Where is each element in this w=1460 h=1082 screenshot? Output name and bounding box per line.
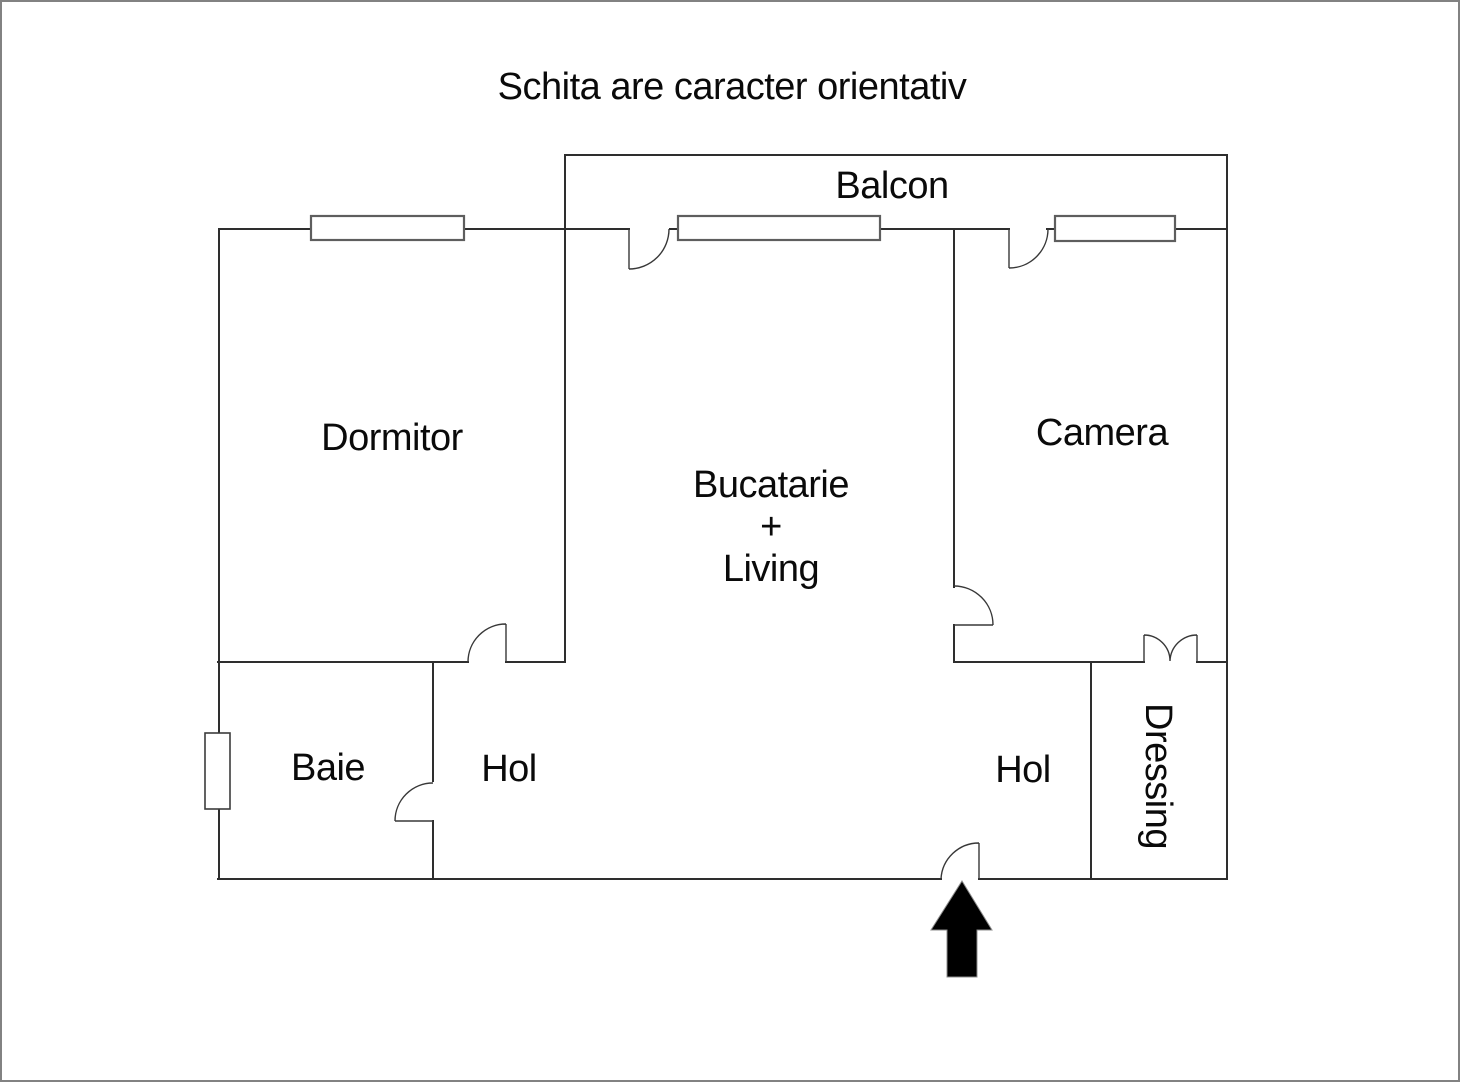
baie-window (204, 732, 231, 810)
dormitor-window (309, 214, 466, 242)
room-label-bucatarie-living: Bucatarie + Living (692, 464, 850, 590)
room-label-bucatarie-line1: Bucatarie (692, 464, 850, 506)
room-label-bucatarie-line2: + (760, 506, 782, 548)
room-label-balcon: Balcon (835, 165, 949, 208)
room-label-camera: Camera (1035, 412, 1169, 455)
room-label-hol-left: Hol (481, 748, 537, 791)
camera-side-door (953, 585, 994, 626)
entrance-arrow-icon (930, 880, 993, 978)
bucatarie-window (676, 214, 882, 242)
doors (394, 228, 1198, 880)
room-label-baie: Baie (290, 747, 366, 790)
page-title: Schita are caracter orientativ (497, 66, 967, 109)
entrance-door (940, 842, 980, 880)
camera-balcony-door (1008, 228, 1049, 269)
baie-door (394, 782, 434, 822)
windows (204, 214, 1177, 810)
room-label-bucatarie-line3: Living (722, 548, 820, 590)
dressing-double-door (1143, 634, 1198, 662)
camera-window (1053, 214, 1177, 243)
room-label-dressing: Dressing (1136, 703, 1179, 849)
room-label-dormitor: Dormitor (321, 417, 463, 460)
walls (217, 154, 1228, 880)
dormitor-door (467, 623, 507, 663)
room-label-hol-right: Hol (995, 749, 1051, 792)
bucatarie-balcony-door (628, 228, 670, 270)
